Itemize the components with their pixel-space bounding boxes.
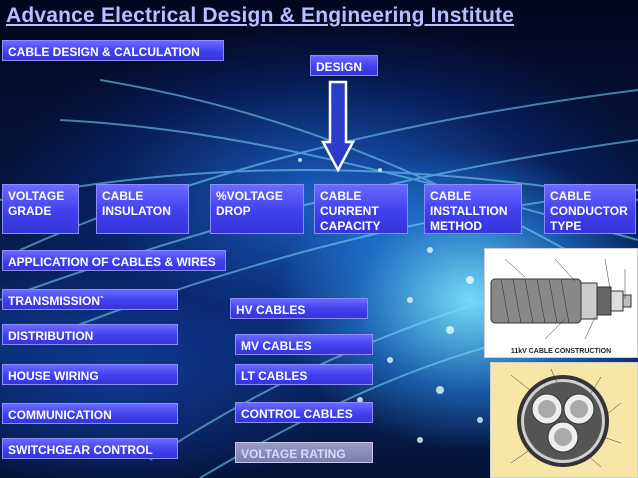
cable-design-header: CABLE DESIGN & CALCULATION [2,40,224,61]
cable-hv: HV CABLES [230,298,368,319]
app-house-wiring: HOUSE WIRING [2,364,178,385]
cable-cross-section-icon [510,368,622,468]
voltage-rating-box: VOLTAGE RATING [235,442,373,463]
page-title: Advance Electrical Design & Engineering … [6,4,515,27]
app-switchgear-control: SWITCHGEAR CONTROL [2,438,178,459]
down-arrow-icon [321,80,355,173]
app-distribution: DISTRIBUTION [2,324,178,345]
cable-cross-section-image [490,362,638,478]
cable-lt: LT CABLES [235,364,373,385]
design-box: DESIGN [310,55,378,76]
application-header: APPLICATION OF CABLES & WIRES [2,250,226,271]
cable-mv: MV CABLES [235,334,373,355]
cable-cutaway-icon [490,258,632,340]
cable-construction-image: 11kV CABLE CONSTRUCTION [484,248,638,358]
cable-control: CONTROL CABLES [235,402,373,423]
app-transmission: TRANSMISSION` [2,289,178,310]
app-communication: COMMUNICATION [2,403,178,424]
image-caption: 11kV CABLE CONSTRUCTION [510,348,612,355]
